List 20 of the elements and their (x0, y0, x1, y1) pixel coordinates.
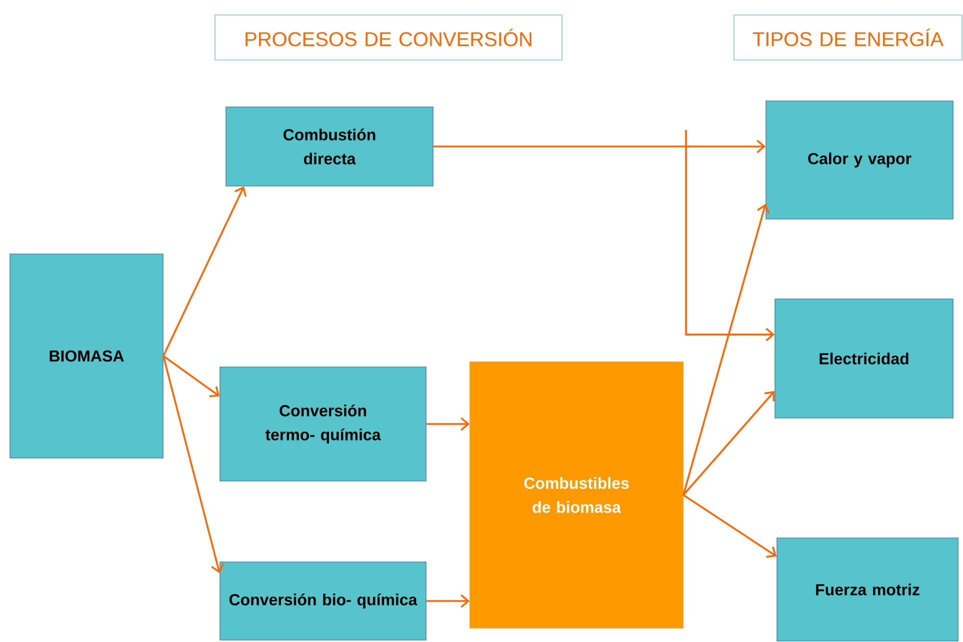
process-box: Conversión termo- química (220, 366, 426, 482)
column-header: PROCESOS DE CONVERSIÓN (214, 14, 562, 60)
arrow (682, 204, 770, 496)
arrow (426, 417, 470, 431)
column-header: TIPOS DE ENERGÍA (734, 14, 962, 60)
arrow (162, 186, 247, 356)
arrow (162, 356, 224, 574)
arrow (426, 594, 470, 608)
process-box: Fuerza motriz (776, 538, 958, 642)
process-box: Calor y vapor (766, 100, 954, 220)
arrow (162, 355, 220, 398)
process-box: Combustión directa (226, 106, 434, 186)
arrow (682, 391, 775, 496)
fuel-box: Combustibles de biomasa (470, 362, 684, 628)
process-box: Electricidad (774, 298, 954, 418)
arrow (433, 140, 766, 154)
process-box: Conversión bio- química (220, 562, 426, 640)
arrow (685, 130, 775, 342)
arrow (682, 494, 777, 558)
process-box: BIOMASA (10, 254, 164, 458)
